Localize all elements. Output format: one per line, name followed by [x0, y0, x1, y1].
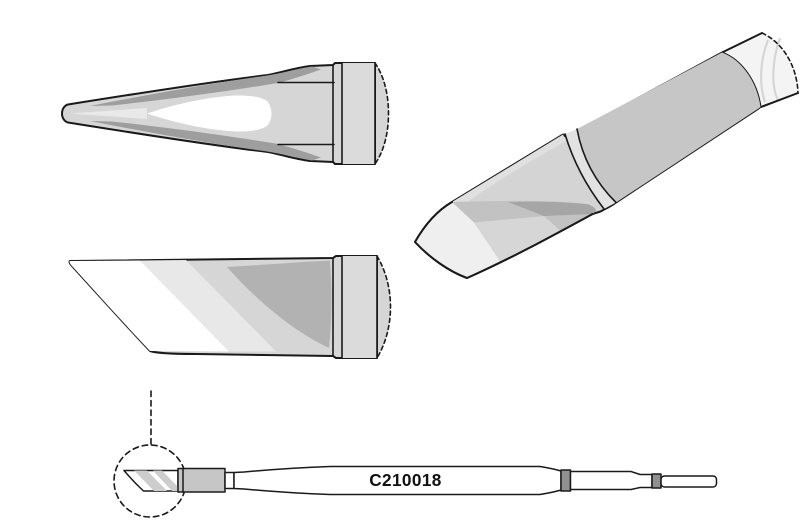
cartridge-contact-rod [660, 475, 718, 488]
side-view-broken-end [376, 255, 392, 359]
part-number-label: C210018 [369, 470, 442, 490]
side-view-ring-face [342, 256, 377, 358]
iso-collar [722, 33, 798, 107]
cartridge-ring-1 [560, 469, 572, 492]
side-view-blade-face [69, 260, 229, 352]
cartridge-shaft [569, 470, 653, 491]
iso-groove-line-front [564, 133, 605, 210]
iso-collar-streak-1 [760, 39, 770, 103]
iso-blade-face-white [415, 202, 500, 278]
iso-collar-streak-2 [772, 37, 782, 101]
side-view-shadow-crescent [227, 260, 332, 348]
cartridge-neck [224, 471, 235, 490]
top-view-shade-upper [90, 66, 321, 106]
top-view-broken-end [374, 62, 390, 165]
top-view-shade-lower [90, 121, 321, 161]
cartridge-blade-stripe-1 [134, 470, 167, 491]
top-view-drawing [61, 62, 390, 165]
side-view-blade-band [140, 260, 276, 352]
iso-blade-face-dark [508, 201, 596, 216]
top-view-tip-sliver [70, 108, 147, 119]
cartridge-blade-stripe-2 [153, 470, 178, 491]
top-view-ring-face [342, 63, 375, 164]
cartridge-ring-2 [651, 473, 662, 489]
cartridge-heater [177, 467, 226, 493]
side-view-drawing [68, 255, 392, 359]
top-view-highlight [147, 95, 272, 132]
iso-tip-outline [414, 201, 594, 279]
iso-collar-bottom-edge [760, 92, 799, 108]
iso-collar-broken-arc [761, 32, 799, 94]
iso-front-sheen [452, 134, 566, 206]
iso-blade-face-mid [474, 216, 560, 261]
iso-rear-section [577, 52, 761, 203]
iso-groove-line-rear [576, 128, 617, 204]
cartridge-drawing: C210018 [113, 390, 718, 518]
iso-collar-top-edge [721, 32, 763, 54]
isometric-view-drawing [414, 32, 799, 279]
